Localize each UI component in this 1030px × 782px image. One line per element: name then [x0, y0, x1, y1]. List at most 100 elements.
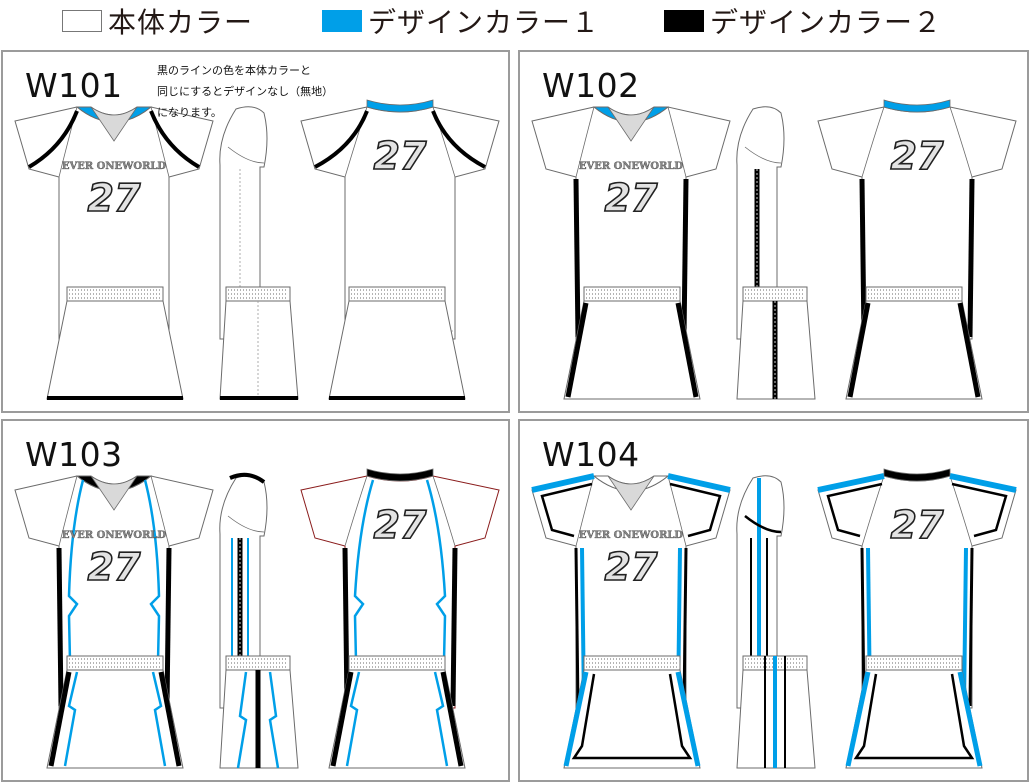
lightning-stripe [143, 479, 161, 707]
design-line [431, 110, 486, 169]
side-stripe [56, 547, 64, 707]
side-stripe [845, 671, 871, 767]
jersey-number: 27 [605, 545, 658, 589]
panel-title: W103 [25, 435, 123, 474]
design-line [149, 110, 201, 169]
team-name: EVER ONEWORLD [579, 161, 684, 172]
lightning-stripe [63, 671, 79, 767]
side-jersey-body [736, 106, 785, 340]
side-jersey-body [219, 106, 268, 340]
raglan-seam [861, 106, 885, 178]
panel-title: W101 [25, 66, 123, 105]
lightning-stripe [151, 671, 167, 767]
v-neck-insert [607, 475, 655, 511]
back-skirt-view [845, 655, 983, 769]
sleeve-trim [669, 482, 722, 538]
sleeve-trim [744, 515, 782, 534]
back-number: 27 [374, 134, 427, 178]
side-stripe [957, 671, 983, 767]
back-number: 27 [891, 503, 944, 547]
legend-item-design1: デザインカラー１ [322, 4, 601, 39]
raglan-seam [575, 475, 595, 547]
sleeve-seam [227, 146, 265, 164]
side-stripe [847, 302, 871, 398]
front-skirt-view [563, 286, 701, 400]
shoulder-stripe [531, 473, 595, 493]
back-jersey: 27 [300, 99, 500, 340]
back-collar [883, 99, 951, 113]
raglan-seam [575, 106, 595, 178]
shoulder-stripe [817, 473, 885, 493]
raglan-seam [58, 475, 78, 547]
side-skirt [219, 286, 299, 400]
jersey-number: 27 [605, 176, 658, 220]
side-stripe [675, 302, 699, 398]
back-jersey: 27 [300, 468, 500, 709]
back-skirt-view [845, 286, 983, 400]
sleeve-seam [227, 515, 265, 533]
back-jersey: 27 [817, 99, 1017, 340]
uniform-illustration-w102: EVER ONEWORLD 27 27 [531, 99, 1017, 400]
back-collar [366, 99, 434, 113]
side-stripe [565, 302, 589, 398]
side-jersey [736, 475, 785, 709]
design-line [27, 110, 79, 169]
legend-label-design2: デザインカラー２ [710, 6, 943, 39]
panel-note-line: になります。 [157, 106, 222, 119]
legend-item-design2: デザインカラー２ [664, 4, 943, 39]
back-skirt-view [328, 286, 466, 400]
front-jersey: EVER ONEWORLD 27 [531, 106, 731, 340]
v-neck-insert [607, 106, 655, 142]
team-name: EVER ONEWORLD [62, 530, 167, 541]
side-stripe [330, 671, 354, 767]
side-stripe [440, 671, 464, 767]
lightning-stripe [268, 671, 280, 769]
panel-title: W102 [542, 66, 640, 105]
raglan-seam [667, 475, 687, 547]
lightning-stripe [236, 671, 248, 769]
sleeve-trim [826, 482, 883, 538]
legend-item-body: 本体カラー [62, 4, 253, 39]
raglan-seam [667, 106, 687, 178]
shoulder-stripe [667, 473, 731, 493]
back-number: 27 [374, 503, 427, 547]
team-name: EVER ONEWORLD [579, 530, 684, 541]
side-stripe [957, 302, 981, 398]
raglan-seam [432, 475, 456, 547]
uniform-illustration-w104: EVER ONEWORLD 27 27 [531, 468, 1017, 769]
front-skirt [46, 286, 184, 400]
sleeve-trim [540, 482, 593, 538]
skirt-trim [571, 673, 693, 760]
sleeve-trim [951, 482, 1008, 538]
side-collar [229, 472, 266, 484]
v-neck-insert [90, 475, 138, 511]
color-legend: 本体カラー デザインカラー１ デザインカラー２ [0, 0, 1030, 46]
side-stripe [682, 547, 688, 707]
side-stripe [681, 178, 689, 338]
raglan-seam [949, 475, 973, 547]
side-skirt-view [219, 655, 299, 769]
legend-label-design1: デザインカラー１ [368, 6, 601, 39]
side-stripe [563, 671, 589, 767]
side-stripe [968, 547, 974, 707]
legend-swatch-design1 [322, 10, 362, 32]
team-name: EVER ONEWORLD [62, 161, 167, 172]
side-stripe [164, 547, 172, 707]
panel-note-line: 同じにするとデザインなし（無地） [157, 85, 334, 98]
side-skirt-view [219, 286, 299, 400]
lightning-stripe [433, 671, 449, 767]
lightning-stripe [425, 479, 447, 707]
back-skirt-view [328, 655, 466, 769]
side-stripe [967, 178, 975, 338]
back-collar [883, 468, 951, 482]
raglan-seam [344, 475, 368, 547]
design-line [314, 110, 369, 169]
side-stripe [158, 671, 182, 767]
front-skirt-view [563, 655, 701, 769]
